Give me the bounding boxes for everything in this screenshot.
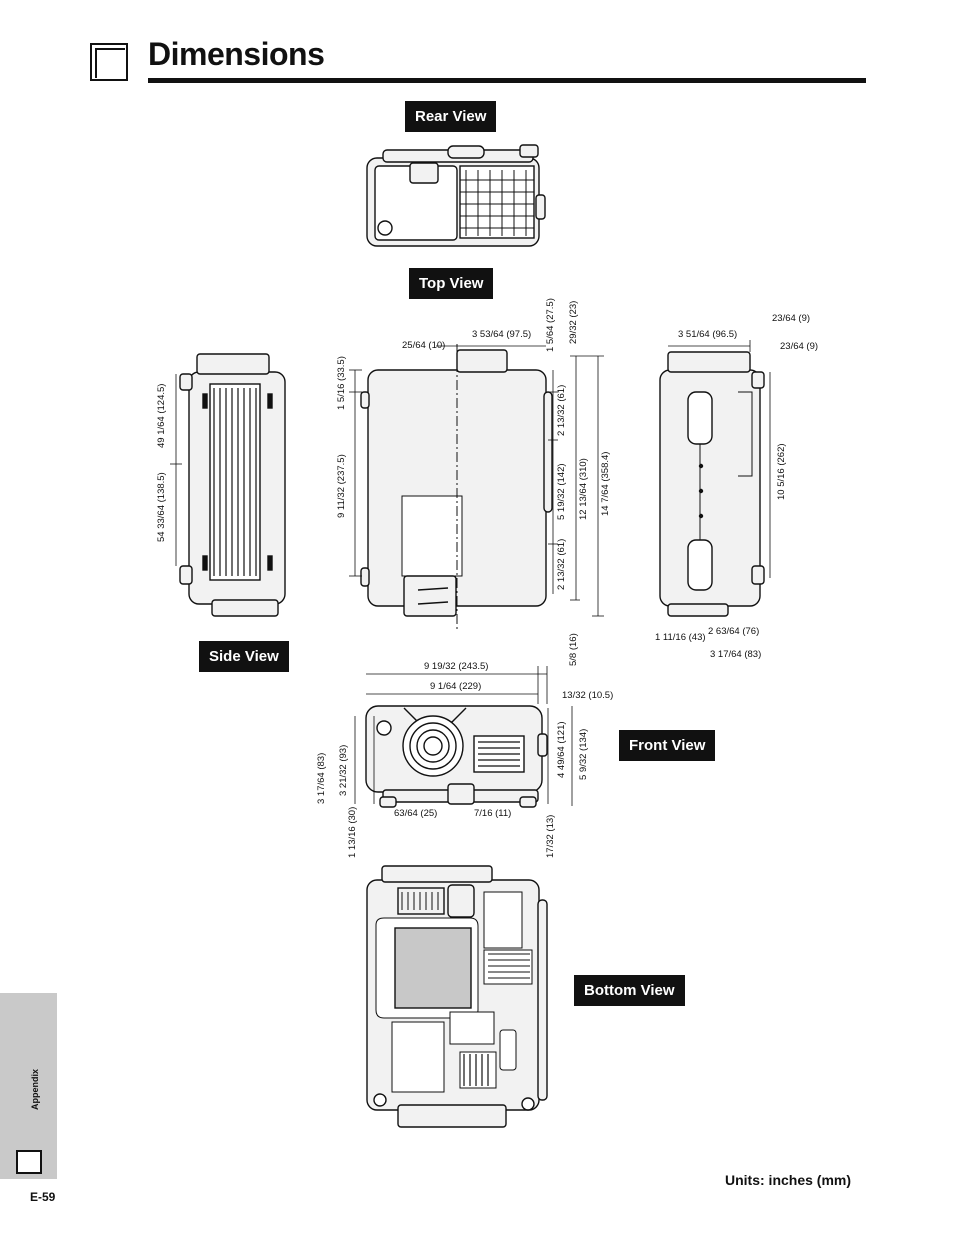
dim-label: 10 5/16 (262) (776, 443, 787, 500)
top-view-drawing (360, 344, 553, 630)
dim-label: 23/64 (9) (772, 313, 811, 324)
units-note: Units: inches (mm) (725, 1172, 852, 1188)
page-number: E-59 (30, 1190, 56, 1204)
page-title: Dimensions (148, 36, 325, 72)
dim-label: 3 17/64 (83) (316, 752, 327, 804)
dim-label: 9 1/64 (229) (430, 681, 482, 692)
right-side-view-drawing (659, 351, 765, 617)
top-view-label: Top View (409, 268, 494, 299)
dim-label: 4 49/64 (121) (556, 721, 567, 778)
bottom-view-label: Bottom View (574, 975, 685, 1006)
front-view-drawing (365, 705, 548, 808)
dim-label: 5 9/32 (134) (578, 728, 589, 780)
section-icon-small (16, 1150, 42, 1174)
sidebar-section-label: Appendix (30, 1068, 40, 1110)
dim-label: 1 13/16 (30) (347, 806, 358, 858)
appendix-sidebar-tab (0, 993, 57, 1179)
side-view-drawing (179, 353, 286, 617)
dim-label: 1 5/16 (33.5) (336, 356, 347, 410)
dim-label: 29/32 (23) (568, 300, 579, 344)
dim-label: 2 13/32 (61) (556, 384, 567, 436)
dim-label: 5 19/32 (142) (556, 463, 567, 520)
dim-label: 63/64 (25) (394, 808, 438, 819)
dim-label: 54 33/64 (138.5) (156, 472, 167, 542)
side-view-label: Side View (199, 641, 289, 672)
dim-label: 3 51/64 (96.5) (678, 329, 738, 340)
dim-label: 3 17/64 (83) (710, 649, 762, 660)
bottom-view-drawing (366, 865, 548, 1128)
dim-label: 12 13/64 (310) (578, 458, 589, 520)
dim-label: 25/64 (10) (402, 340, 446, 351)
front-view-label: Front View (619, 730, 716, 761)
dim-label: 5/8 (16) (568, 633, 579, 666)
dim-label: 3 53/64 (97.5) (472, 329, 532, 340)
dim-label: 14 7/64 (358.4) (600, 451, 611, 516)
title-rule (148, 78, 866, 83)
dim-label: 49 1/64 (124.5) (156, 383, 167, 448)
dim-label: 9 19/32 (243.5) (424, 661, 489, 672)
dim-label: 1 5/64 (27.5) (545, 298, 556, 352)
dim-label: 23/64 (9) (780, 341, 819, 352)
dim-label: 7/16 (11) (474, 808, 512, 819)
dim-label: 2 13/32 (61) (556, 538, 567, 590)
dim-label: 17/32 (13) (545, 814, 556, 858)
dim-label: 13/32 (10.5) (562, 690, 614, 701)
rear-view-drawing (366, 144, 546, 247)
dim-label: 1 11/16 (43) (655, 632, 706, 643)
dim-label: 3 21/32 (93) (338, 744, 349, 796)
section-icon (90, 43, 128, 81)
dim-label: 9 11/32 (237.5) (336, 454, 347, 518)
rear-view-label: Rear View (405, 101, 497, 132)
dim-label: 2 63/64 (76) (708, 626, 760, 637)
